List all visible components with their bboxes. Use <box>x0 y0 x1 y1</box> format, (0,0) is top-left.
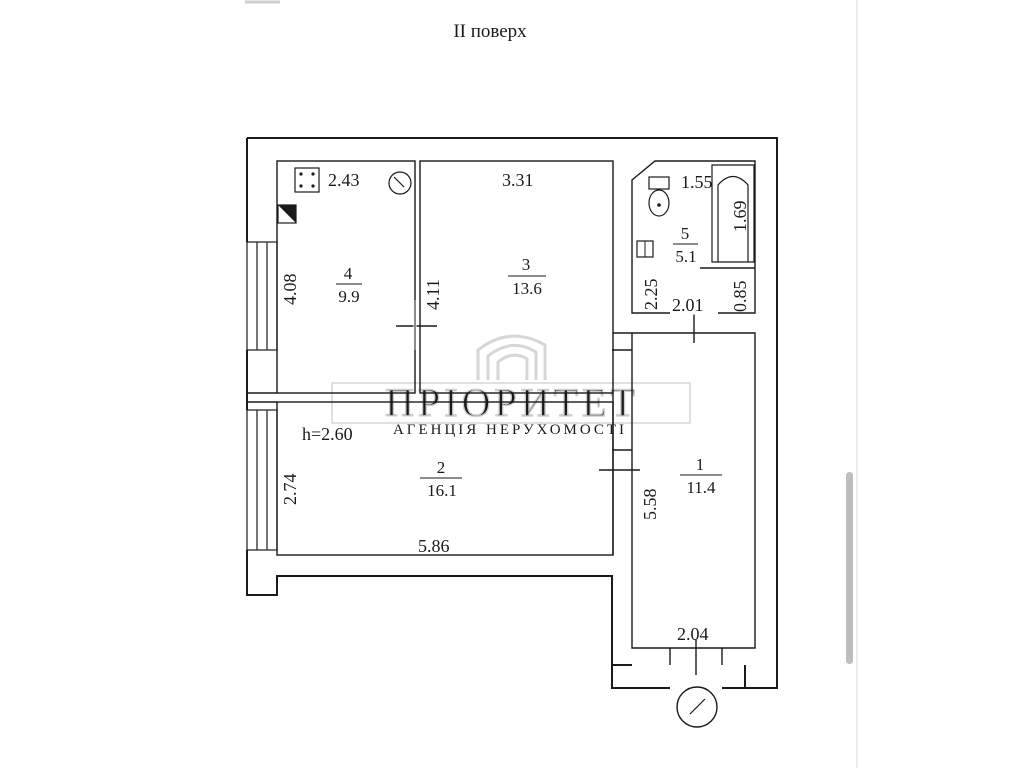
outer-wall-top-right <box>247 137 778 689</box>
window-room-4 <box>246 241 278 351</box>
window-room-2 <box>246 409 278 551</box>
room-label-3: 3 13.6 <box>508 255 546 298</box>
room-label-1: 1 11.4 <box>680 455 722 497</box>
watermark-frame <box>331 382 691 424</box>
dim-room1-height: 5.58 <box>640 489 660 521</box>
room-label-5: 5 5.1 <box>673 224 698 266</box>
room-area: 9.9 <box>338 287 359 306</box>
door-room-4 <box>396 300 437 350</box>
dim-room4-width: 2.43 <box>328 170 360 190</box>
dim-room4-height: 4.08 <box>280 274 300 306</box>
dim-room5-bath-length: 1.69 <box>730 201 750 233</box>
room-area: 5.1 <box>675 247 696 266</box>
bathtub-icon <box>711 164 755 263</box>
room-1-outline <box>631 332 756 649</box>
room-3-outline <box>419 160 614 394</box>
doors <box>396 300 723 675</box>
door-room-1 <box>612 349 632 451</box>
room-area: 16.1 <box>427 481 457 500</box>
room-number: 4 <box>344 264 353 283</box>
floor-title: II поверх <box>453 21 527 42</box>
room-number: 5 <box>681 224 690 243</box>
dim-room5-width-bottom: 2.01 <box>672 295 704 315</box>
dim-room2-width: 5.86 <box>418 536 450 556</box>
room-5-outline <box>631 160 756 314</box>
ceiling-height: h=2.60 <box>302 424 353 444</box>
room-number: 1 <box>696 455 705 474</box>
sink-icon <box>636 240 654 258</box>
outer-wall-entrance-right <box>722 665 746 689</box>
room-area: 13.6 <box>512 279 542 298</box>
dim-room5-niche: 0.85 <box>730 281 750 313</box>
room-label-2: 2 16.1 <box>420 458 462 500</box>
entrance-door <box>669 640 723 675</box>
walls <box>246 137 778 689</box>
dim-room3-width: 3.31 <box>502 170 534 190</box>
outer-wall-entrance-left <box>611 665 670 689</box>
dimension-labels: 2.43 4.08 3.31 4.11 1.55 1.69 2.25 2.01 … <box>280 170 750 644</box>
dim-room1-width: 2.04 <box>677 624 709 644</box>
room-number: 3 <box>522 255 531 274</box>
dim-room3-height: 4.11 <box>423 279 443 310</box>
toilet-icon <box>648 176 670 217</box>
entrance-icon <box>676 686 718 728</box>
room-number: 2 <box>437 458 446 477</box>
vent-shaft-icon <box>277 204 297 224</box>
door-room-5 <box>670 311 718 343</box>
stove-icon <box>294 167 320 193</box>
watermark: ПРІОРИТЕТ АГЕНЦІЯ НЕРУХОМОСТІ <box>331 334 691 438</box>
dim-room5-height: 2.25 <box>641 279 661 311</box>
vertical-scrollbar[interactable] <box>846 472 853 664</box>
room-label-4: 4 9.9 <box>336 264 362 306</box>
dim-room5-width-top: 1.55 <box>681 172 713 192</box>
watermark-logo-icon <box>476 334 547 380</box>
boiler-icon <box>388 171 412 195</box>
outer-wall-bottom <box>246 550 632 666</box>
watermark-subtitle: АГЕНЦІЯ НЕРУХОМОСТІ <box>393 422 627 438</box>
dim-room2-height: 2.74 <box>280 474 300 506</box>
room-area: 11.4 <box>686 478 716 497</box>
windows <box>246 241 278 551</box>
